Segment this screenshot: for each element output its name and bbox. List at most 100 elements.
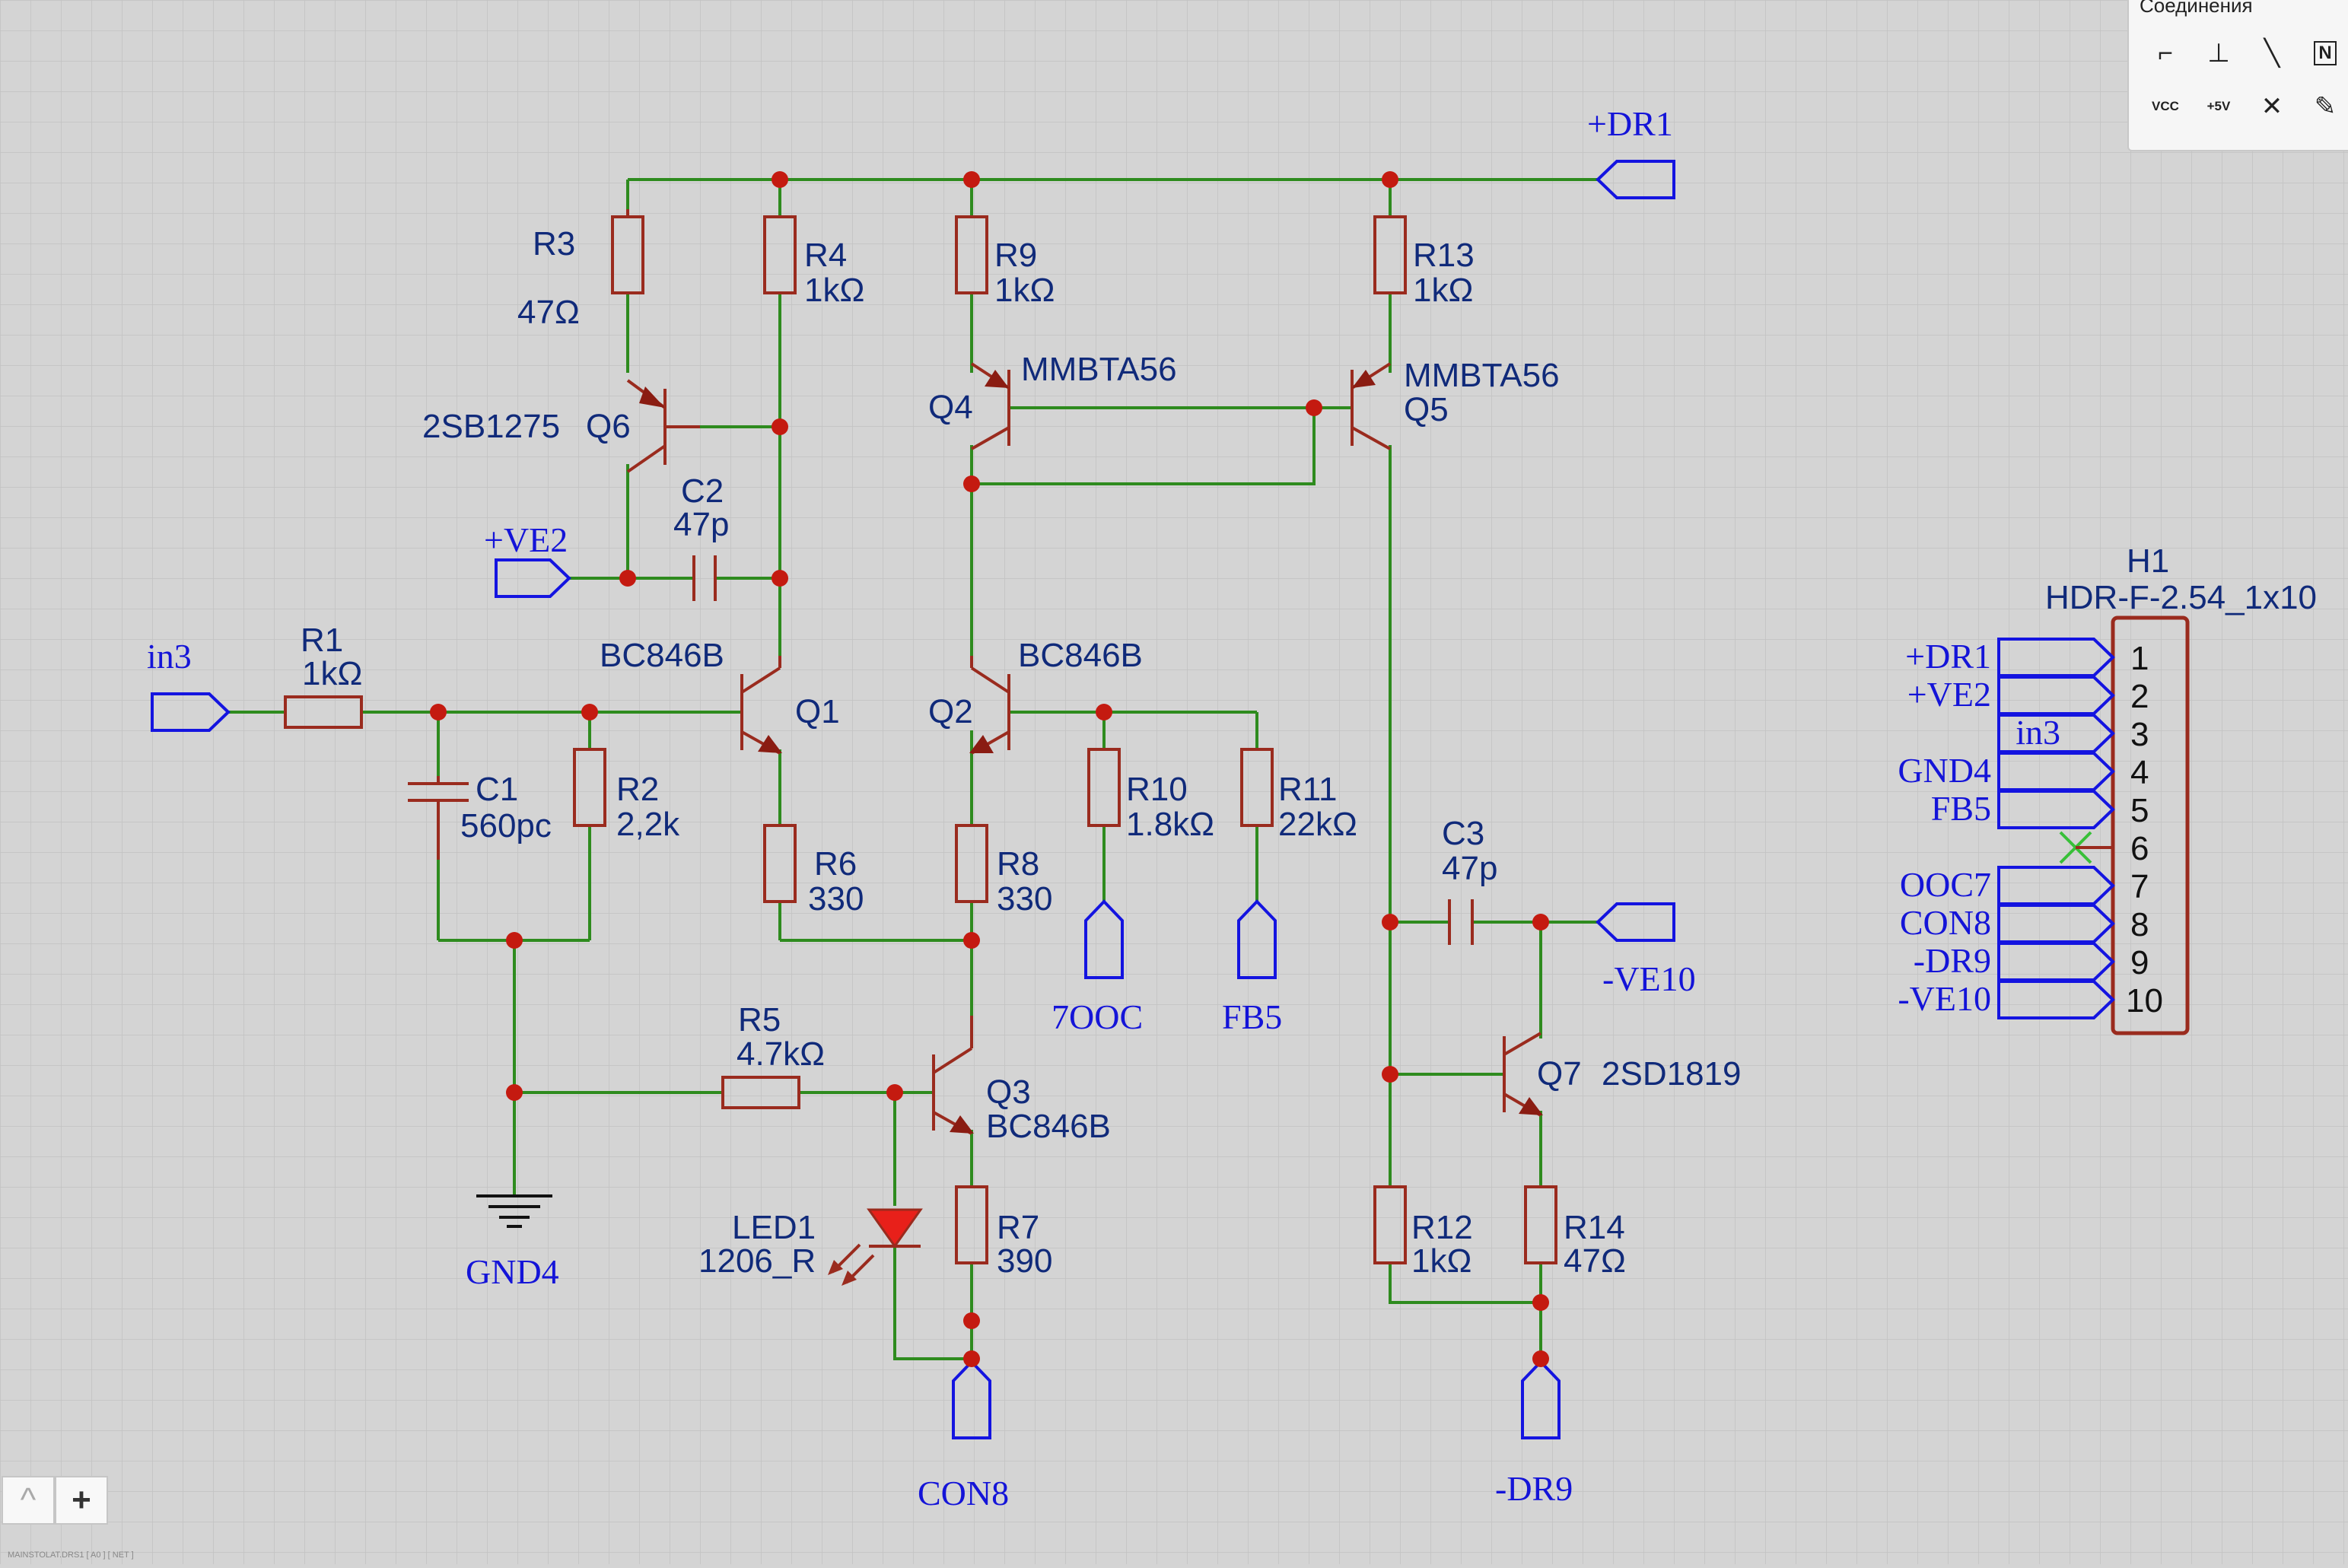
resistor-r10[interactable] (1087, 748, 1121, 827)
r4-value: 1kΩ (804, 272, 864, 309)
resistor-r13[interactable] (1373, 215, 1407, 294)
resistor-r4[interactable] (763, 215, 797, 294)
h1-pin-9-flag[interactable] (1997, 942, 2115, 981)
capacitor-c3[interactable] (1448, 899, 1474, 945)
resistor-r3[interactable] (611, 209, 644, 294)
netlabel-tool-icon[interactable]: N (2304, 32, 2346, 75)
h1-pin-9-net: -DR9 (1914, 941, 1991, 980)
r8-value: 330 (997, 880, 1052, 918)
r7-ref: R7 (997, 1209, 1039, 1246)
noconnect-tool-icon[interactable]: ✕ (2261, 92, 2283, 121)
r1-value: 1kΩ (302, 655, 362, 692)
transistor-q4[interactable] (970, 362, 1010, 450)
capacitor-c1[interactable] (408, 776, 469, 860)
h1-pin-1-net: +DR1 (1905, 637, 1991, 676)
c1-ref: C1 (476, 771, 518, 808)
r1-ref: R1 (301, 622, 343, 659)
resistor-r11[interactable] (1240, 748, 1274, 827)
h1-pin-8-net: CON8 (1900, 903, 1991, 942)
connections-palette: Соединения ⌐ ⊥ ╲ N VCC +5V ✕ ✎ (2127, 0, 2348, 151)
h1-pin-1-number: 1 (2130, 640, 2149, 677)
zoom-in-button[interactable]: + (55, 1476, 108, 1525)
line-tool-icon[interactable]: ╲ (2264, 39, 2280, 68)
wire-tool-icon[interactable]: ⌐ (2158, 38, 2173, 68)
r3-value: 47Ω (517, 294, 580, 331)
h1-pin-4-flag[interactable] (1997, 752, 2115, 791)
r9-value: 1kΩ (994, 272, 1055, 309)
h1-pin-7-flag[interactable] (1997, 866, 2115, 905)
netflag-con8[interactable] (952, 1360, 991, 1439)
r13-ref: R13 (1413, 237, 1475, 274)
c2-ref: C2 (681, 472, 724, 510)
h1-pin-9-number: 9 (2130, 944, 2149, 981)
h1-pin-1-flag[interactable] (1997, 638, 2115, 677)
h1-pin-2-number: 2 (2130, 678, 2149, 715)
q1-ref: Q1 (795, 693, 840, 730)
netflag-ooc[interactable] (1084, 899, 1124, 979)
h1-pin-3-flag[interactable] (1997, 714, 2115, 753)
resistor-r12[interactable] (1373, 1185, 1407, 1264)
q7-ref: Q7 (1537, 1055, 1582, 1093)
r7-value: 390 (997, 1242, 1052, 1280)
r5-value: 4.7kΩ (737, 1035, 825, 1073)
netflag-ve2[interactable] (495, 558, 571, 598)
resistor-r9[interactable] (955, 215, 988, 294)
h1-ref: H1 (2127, 542, 2169, 580)
h1-pin-5-flag[interactable] (1997, 790, 2115, 829)
r12-value: 1kΩ (1411, 1242, 1471, 1280)
resistor-r6[interactable] (763, 824, 797, 903)
transistor-q6[interactable] (626, 379, 700, 473)
netflag-fb5[interactable] (1237, 899, 1277, 979)
h1-pin-3-number: 3 (2130, 716, 2149, 753)
h1-pin-8-flag[interactable] (1997, 904, 2115, 943)
h1-pin-5-net: FB5 (1931, 789, 1991, 828)
resistor-r1[interactable] (284, 695, 363, 729)
led-led1[interactable] (828, 1208, 923, 1286)
c2-value: 47p (673, 506, 729, 543)
netflag-in3[interactable] (151, 692, 231, 732)
resistor-r2[interactable] (573, 748, 606, 827)
h1-pin-4-number: 4 (2130, 754, 2149, 791)
h1-pin-7-net: OOC7 (1900, 865, 1991, 904)
vcc-tool-icon[interactable]: VCC (2152, 99, 2179, 113)
probe-tool-icon[interactable]: ✎ (2314, 92, 2337, 121)
resistor-r14[interactable] (1524, 1185, 1557, 1264)
r5-ref: R5 (738, 1001, 781, 1038)
resistor-r5[interactable] (721, 1076, 800, 1109)
transistor-q2[interactable] (969, 656, 1010, 755)
r11-ref: R11 (1278, 771, 1337, 808)
c1-value: 560pc (460, 807, 552, 844)
r13-value: 1kΩ (1413, 272, 1473, 309)
r10-ref: R10 (1126, 771, 1188, 808)
h1-value: HDR-F-2.54_1x10 (2045, 579, 2317, 616)
h1-pin-2-flag[interactable] (1997, 676, 2115, 715)
resistor-r8[interactable] (955, 824, 988, 903)
transistor-q1[interactable] (740, 656, 782, 755)
h1-pin-5-number: 5 (2130, 792, 2149, 829)
q4-ref: Q4 (928, 389, 973, 426)
net-label-ve10: -VE10 (1602, 959, 1696, 998)
h1-pin-8-number: 8 (2130, 906, 2149, 943)
status-text: MAINSTOLAT.DRS1 [ A0 ] [ NET ] (8, 1551, 134, 1560)
netflag-dr9[interactable] (1521, 1360, 1561, 1439)
netflag-ve10[interactable] (1596, 902, 1675, 942)
collapse-button[interactable]: ^ (2, 1476, 55, 1525)
transistor-q5[interactable] (1351, 362, 1392, 450)
bus-tool-icon[interactable]: ⊥ (2207, 39, 2230, 68)
palette-title: Соединения (2140, 0, 2253, 17)
netflag-dr1[interactable] (1596, 160, 1675, 199)
resistor-r7[interactable] (955, 1185, 988, 1264)
transistor-q7[interactable] (1503, 1032, 1543, 1117)
q6-value: 2SB1275 (422, 408, 560, 445)
transistor-q3[interactable] (932, 1016, 974, 1135)
h1-pin-10-flag[interactable] (1997, 980, 2115, 1019)
h1-body (2111, 615, 2190, 1035)
capacitor-c2[interactable] (692, 555, 717, 601)
header-h1[interactable]: H1 HDR-F-2.54_1x10 1+DR12+VE23in34GND45F… (1898, 542, 2317, 1035)
led1-value: 1206_R (698, 1242, 816, 1280)
plus5v-tool-icon[interactable]: +5V (2206, 99, 2231, 113)
q4-value: MMBTA56 (1021, 351, 1177, 388)
c3-value: 47p (1442, 850, 1497, 887)
